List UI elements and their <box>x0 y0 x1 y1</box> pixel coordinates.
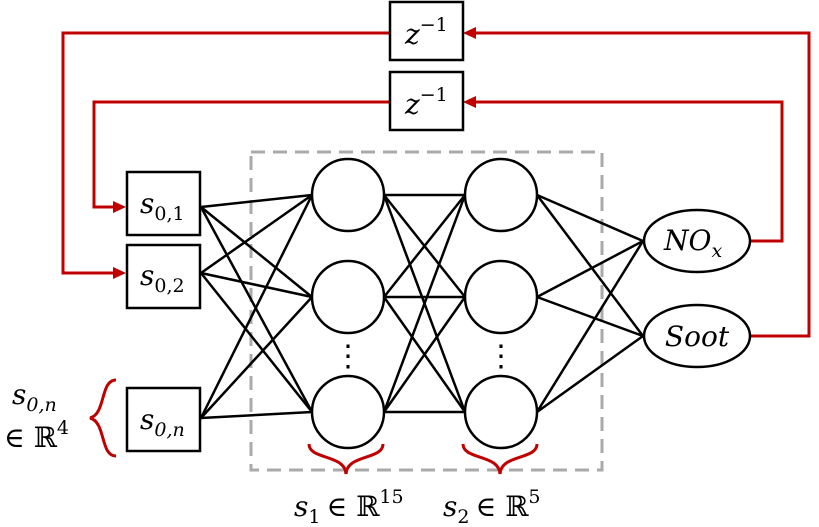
output-soot: Soot <box>642 303 752 369</box>
svg-text:z−1: z−1 <box>404 84 448 121</box>
svg-text:NOx: NOx <box>663 224 722 262</box>
connections <box>199 193 645 420</box>
hidden-layer-1-ellipsis: ⋮ <box>333 339 363 374</box>
neuron <box>310 374 386 450</box>
input-brace <box>89 378 117 458</box>
delay-box-top: z−1 <box>388 0 465 62</box>
svg-text:s0,n: s0,n <box>140 403 185 441</box>
svg-text:∈ ℝ4: ∈ ℝ4 <box>4 417 69 454</box>
neuron <box>463 259 539 335</box>
output-nox: NOx <box>642 208 752 274</box>
input-box-s0n: s0,n <box>125 386 202 453</box>
input-dimension-label: s0,n ∈ ℝ4 <box>4 378 69 454</box>
svg-text:s0,1: s0,1 <box>140 187 185 225</box>
neuron <box>310 259 386 335</box>
svg-text:Soot: Soot <box>665 320 730 353</box>
hidden-layer-2-brace <box>461 443 539 475</box>
arrowheads <box>113 27 476 279</box>
hidden-layer-1-neurons <box>310 157 386 450</box>
feedback-lines <box>61 31 811 338</box>
svg-text:s0,n: s0,n <box>12 378 57 416</box>
neuron <box>463 157 539 233</box>
input-box-s01: s0,1 <box>125 170 202 237</box>
hidden-layer-2-ellipsis: ⋮ <box>486 339 516 374</box>
input-box-s02: s0,2 <box>125 243 202 310</box>
svg-text:z−1: z−1 <box>404 14 448 51</box>
hidden-layer-1-dimension-label: s1∈ ℝ15 <box>294 486 404 527</box>
hidden-layer-1-brace <box>307 443 385 475</box>
neuron <box>310 157 386 233</box>
neuron <box>463 374 539 450</box>
svg-text:s2∈ ℝ5: s2∈ ℝ5 <box>443 486 540 527</box>
hidden-layers-box <box>249 150 604 472</box>
hidden-layer-2-neurons <box>463 157 539 450</box>
svg-text:s1∈ ℝ15: s1∈ ℝ15 <box>294 486 404 527</box>
svg-text:s0,2: s0,2 <box>140 259 185 297</box>
hidden-layer-2-dimension-label: s2∈ ℝ5 <box>443 486 540 527</box>
delay-box-bottom: z−1 <box>388 70 465 132</box>
